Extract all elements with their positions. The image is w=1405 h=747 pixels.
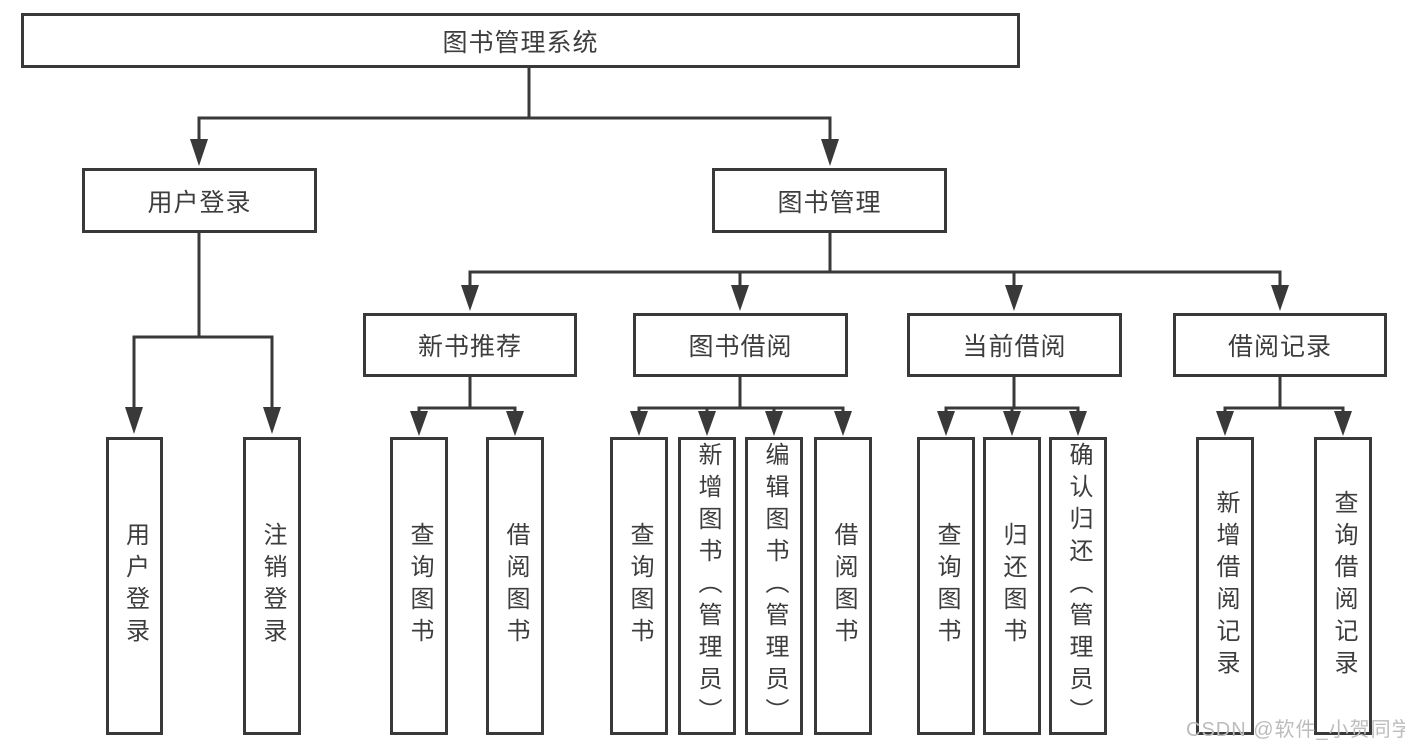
- leaf-records-query-record: 查询借阅记录: [1314, 437, 1372, 735]
- leaf-current-confirm-return-label: 确认归还（管理员）: [1065, 442, 1092, 730]
- leaf-current-confirm-return: 确认归还（管理员）: [1049, 437, 1107, 735]
- leaf-records-add-record-label: 新增借阅记录: [1212, 490, 1239, 682]
- leaf-borrow-borrow-books: 借阅图书: [814, 437, 872, 735]
- leaf-borrow-add-books: 新增图书（管理员）: [678, 437, 736, 735]
- leaf-newbook-borrow-books: 借阅图书: [486, 437, 544, 735]
- node-book-borrow: 图书借阅: [633, 313, 848, 377]
- node-book-management: 图书管理: [712, 168, 947, 233]
- leaf-current-return-books: 归还图书: [983, 437, 1041, 735]
- node-user-login: 用户登录: [82, 168, 317, 233]
- leaf-records-query-record-label: 查询借阅记录: [1330, 490, 1357, 682]
- leaf-logout: 注销登录: [243, 437, 301, 735]
- node-current-borrow: 当前借阅: [907, 313, 1122, 377]
- leaf-user-login: 用户登录: [106, 437, 163, 735]
- leaf-current-return-books-label: 归还图书: [999, 522, 1026, 650]
- leaf-borrow-borrow-books-label: 借阅图书: [830, 522, 857, 650]
- leaf-borrow-add-books-label: 新增图书（管理员）: [694, 442, 721, 730]
- leaf-newbook-borrow-books-label: 借阅图书: [502, 522, 529, 650]
- watermark: CSDN @软件_小贺同学: [1186, 719, 1405, 741]
- leaf-borrow-edit-books-label: 编辑图书（管理员）: [761, 442, 788, 730]
- leaf-borrow-edit-books: 编辑图书（管理员）: [745, 437, 803, 735]
- leaf-user-login-label: 用户登录: [121, 522, 149, 650]
- leaf-current-query-books-label: 查询图书: [933, 522, 960, 650]
- leaf-borrow-query-books-label: 查询图书: [626, 522, 653, 650]
- leaf-newbook-query-books: 查询图书: [390, 437, 448, 735]
- node-borrow-records: 借阅记录: [1173, 313, 1387, 377]
- node-new-book-recommend: 新书推荐: [363, 313, 577, 377]
- node-library-system: 图书管理系统: [21, 13, 1020, 68]
- leaf-current-query-books: 查询图书: [917, 437, 975, 735]
- leaf-records-add-record: 新增借阅记录: [1196, 437, 1254, 735]
- leaf-logout-label: 注销登录: [259, 522, 286, 650]
- leaf-newbook-query-books-label: 查询图书: [406, 522, 433, 650]
- leaf-borrow-query-books: 查询图书: [610, 437, 668, 735]
